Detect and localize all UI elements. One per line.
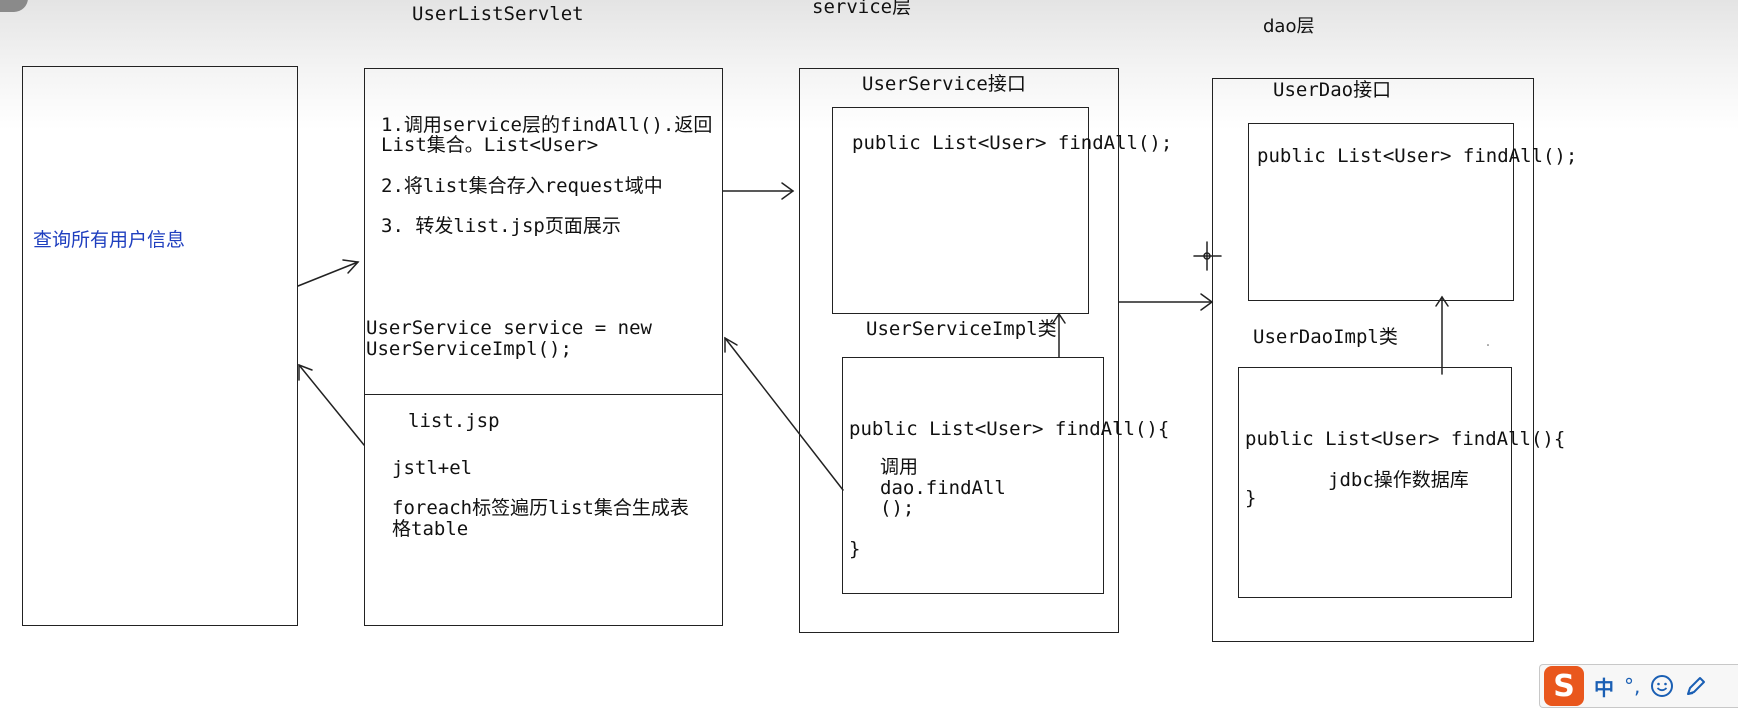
servlet-step1-line1: 1.调用service层的findAll().返回 [381, 114, 713, 136]
dao-interface-method: public List<User> findAll(); [1257, 145, 1578, 167]
dao-impl-label: UserDaoImpl类 [1253, 326, 1398, 348]
servlet-step3: 3. 转发list.jsp页面展示 [381, 215, 621, 237]
crosshair-cursor-icon [1193, 241, 1222, 271]
service-layer-box [799, 68, 1119, 633]
servlet-step1-line2: List集合。List<User> [381, 134, 599, 156]
service-impl-line5: } [849, 538, 861, 560]
servlet-jsp-divider [364, 394, 723, 395]
client-box [22, 66, 298, 626]
service-impl-label: UserServiceImpl类 [866, 318, 1057, 340]
dao-layer-heading: dao层 [1263, 16, 1315, 37]
pen-icon[interactable] [1684, 674, 1706, 698]
dao-layer-box [1212, 78, 1534, 642]
service-layer-heading: service层 [812, 0, 912, 18]
smiley-icon[interactable] [1650, 674, 1674, 698]
servlet-step2: 2.将list集合存入request域中 [381, 175, 663, 197]
stray-dot [1487, 344, 1489, 346]
service-impl-line4: (); [880, 497, 915, 519]
servlet-heading: UserListServlet [412, 3, 584, 25]
service-impl-line3: dao.findAll [880, 477, 1006, 499]
window-corner [0, 0, 28, 12]
service-interface-box [832, 107, 1089, 314]
dao-impl-line3: } [1245, 487, 1257, 509]
ime-punct-toggle[interactable]: °, [1624, 674, 1641, 698]
service-interface-label: UserService接口 [862, 73, 1026, 95]
servlet-box [364, 68, 723, 626]
arrow-dao-impl-to-interface [1435, 295, 1449, 375]
service-impl-line1: public List<User> findAll(){ [849, 418, 1170, 440]
jsp-desc-line1: foreach标签遍历list集合生成表 [392, 497, 689, 519]
jsp-tech: jstl+el [392, 457, 473, 479]
jsp-desc-line2: 格table [392, 518, 469, 540]
servlet-code-line2: UserServiceImpl(); [366, 338, 572, 360]
client-request-text: 查询所有用户信息 [33, 229, 186, 251]
dao-impl-line1: public List<User> findAll(){ [1245, 428, 1566, 450]
dao-interface-label: UserDao接口 [1273, 79, 1392, 101]
arrow-service-to-dao [1118, 293, 1214, 311]
dao-impl-line2: jdbc操作数据库 [1328, 469, 1469, 491]
ime-lang-toggle[interactable]: 中 [1594, 675, 1614, 700]
service-impl-box [842, 357, 1104, 594]
arrow-service-impl-to-interface [1052, 312, 1066, 358]
jsp-title: list.jsp [408, 410, 500, 432]
sogou-logo-icon[interactable]: S [1544, 666, 1584, 706]
arrow-service-return-to-servlet [724, 336, 844, 491]
arrow-jsp-to-client [298, 363, 365, 446]
servlet-code-line1: UserService service = new [366, 317, 652, 339]
service-interface-method: public List<User> findAll(); [852, 132, 1173, 154]
arrow-servlet-to-service [722, 182, 795, 200]
dao-impl-box [1238, 367, 1512, 598]
service-impl-line2: 调用 [880, 456, 919, 478]
ime-toolbar[interactable]: S 中 °, [1539, 664, 1738, 708]
arrow-client-to-servlet [297, 259, 360, 287]
dao-interface-box [1248, 123, 1514, 301]
